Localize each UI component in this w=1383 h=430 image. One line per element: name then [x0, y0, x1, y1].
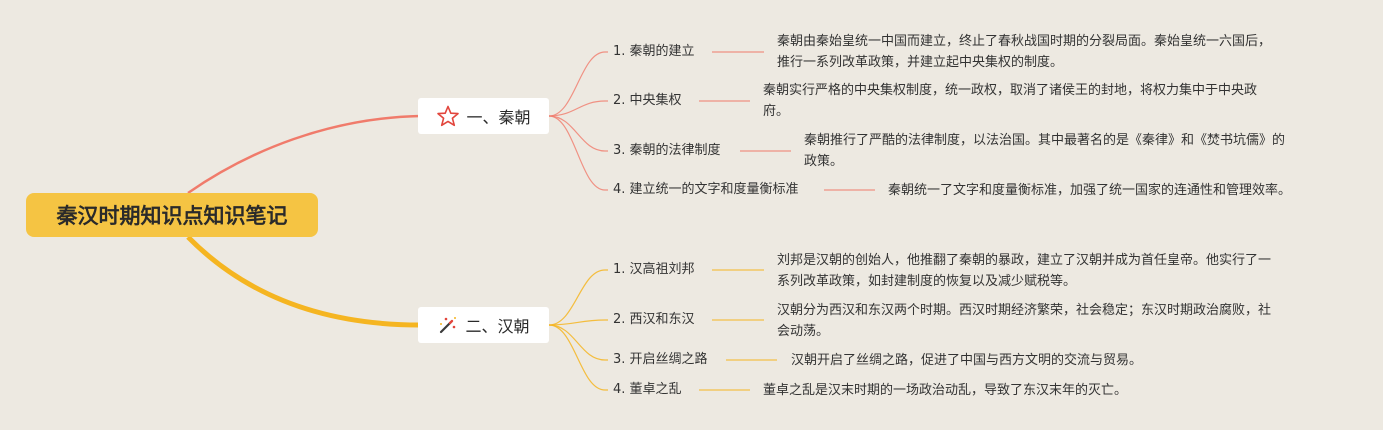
qin-note-1: 秦朝由秦始皇统一中国而建立，终止了春秋战国时期的分裂局面。秦始皇统一六国后，推行…: [777, 34, 1272, 70]
star-outline-icon: [436, 105, 460, 127]
qin-link-1: [548, 51, 608, 117]
han-topic-4[interactable]: 4. 董卓之乱: [613, 382, 682, 397]
han-note-4: 董卓之乱是汉末时期的一场政治动乱，导致了东汉末年的灭亡。: [763, 383, 1128, 398]
root-title: 秦汉时期知识点知识笔记: [56, 204, 288, 228]
han-note-3: 汉朝开启了丝绸之路，促进了中国与西方文明的交流与贸易。: [791, 353, 1143, 368]
qin-note-2: 秦朝实行严格的中央集权制度，统一政权，取消了诸侯王的封地，将权力集中于中央政府。: [763, 83, 1258, 119]
branch-han[interactable]: 二、汉朝: [418, 307, 549, 343]
han-note-2: 汉朝分为西汉和东汉两个时期。西汉时期经济繁荣，社会稳定；东汉时期政治腐败，社会动…: [777, 303, 1272, 339]
qin-topic-3[interactable]: 3. 秦朝的法律制度: [613, 143, 721, 158]
han-link-1: [548, 269, 608, 326]
qin-topic-4[interactable]: 4. 建立统一的文字和度量衡标准: [613, 182, 799, 197]
branch-qin[interactable]: 一、秦朝: [418, 98, 549, 134]
qin-topic-1[interactable]: 1. 秦朝的建立: [613, 44, 695, 59]
han-link-3: [548, 324, 608, 361]
han-link-2: [548, 319, 608, 326]
qin-link-2: [548, 100, 608, 117]
han-topic-3[interactable]: 3. 开启丝绸之路: [613, 352, 708, 367]
han-note-1: 刘邦是汉朝的创始人，他推翻了秦朝的暴政，建立了汉朝并成为首任皇帝。他实行了一系列…: [777, 253, 1272, 289]
qin-note-3: 秦朝推行了严酷的法律制度，以法治国。其中最著名的是《秦律》和《焚书坑儒》的政策。: [804, 133, 1286, 169]
branch-qin-title: 一、秦朝: [466, 108, 531, 127]
branch-han-title: 二、汉朝: [465, 317, 530, 336]
han-topic-1[interactable]: 1. 汉高祖刘邦: [613, 262, 695, 277]
root-topic[interactable]: 秦汉时期知识点知识笔记: [26, 193, 318, 237]
han-link-4: [548, 324, 608, 391]
han-topic-2[interactable]: 2. 西汉和东汉: [613, 312, 695, 327]
qin-link-4: [548, 115, 608, 191]
qin-note-4: 秦朝统一了文字和度量衡标准，加强了统一国家的连通性和管理效率。: [888, 183, 1292, 198]
magic-wand-icon: [437, 315, 459, 335]
qin-topic-2[interactable]: 2. 中央集权: [613, 93, 682, 108]
root-link-qin: [187, 114, 421, 195]
qin-link-3: [548, 115, 608, 152]
root-link-han: [186, 235, 421, 328]
